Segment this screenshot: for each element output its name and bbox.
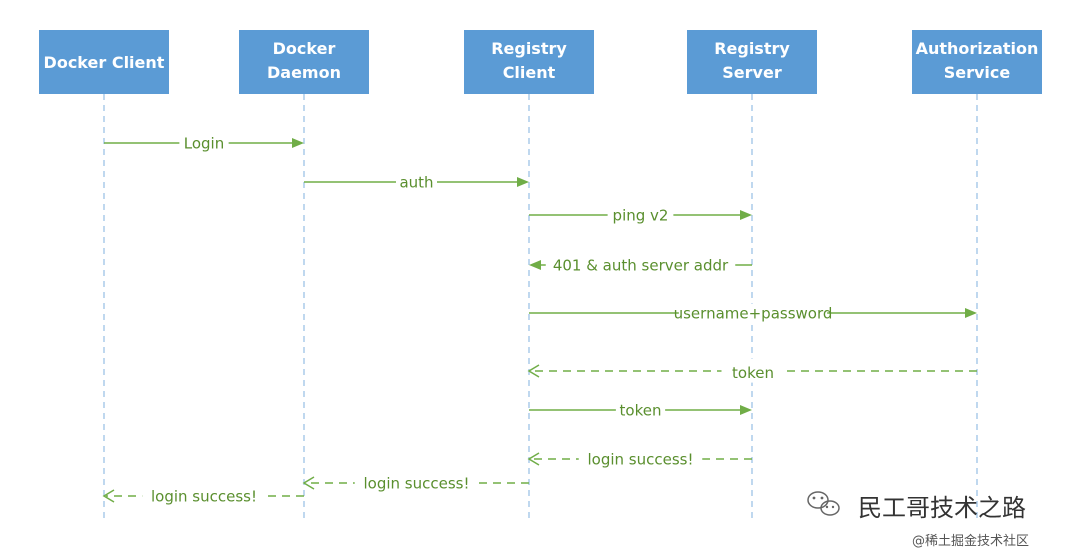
actor-label: Registry: [714, 39, 790, 58]
message-login-success-1: login success!: [527, 449, 752, 468]
arrow-head-icon: [517, 177, 529, 187]
message-label-bg: [179, 133, 229, 152]
actor-box: [239, 30, 369, 94]
arrow-head-icon: [740, 405, 752, 415]
message-auth: auth: [304, 172, 529, 191]
arrow-head-icon: [740, 210, 752, 220]
message-label-bg: [578, 449, 703, 468]
message-login-success-2: login success!: [302, 473, 529, 492]
actors: Docker ClientDockerDaemonRegistryClientR…: [39, 30, 1042, 94]
actor-box: [687, 30, 817, 94]
actor-label: Registry: [491, 39, 567, 58]
actor-label: Daemon: [267, 63, 341, 82]
message-label: token: [732, 364, 774, 382]
wechat-icon: [807, 491, 840, 516]
arrow-head-icon: [965, 308, 977, 318]
message-label-bg: [396, 172, 437, 191]
message-login: Login: [104, 133, 304, 152]
lifelines: [103, 94, 978, 518]
actor-label: Service: [944, 63, 1011, 82]
actor-label: Docker: [273, 39, 336, 58]
actor-label: Client: [503, 63, 556, 82]
actor-box: [39, 30, 169, 94]
watermark-channel: 民工哥技术之路: [858, 494, 1026, 522]
watermark-source: @稀土掘金技术社区: [912, 533, 1029, 549]
message-login-success-3: login success!: [102, 486, 304, 505]
actor-box: [464, 30, 594, 94]
message-label: 401 & auth server addr: [553, 256, 729, 274]
message-label: Login: [184, 134, 224, 152]
message-token-send: token: [529, 400, 752, 419]
actor-label: Docker Client: [44, 53, 165, 72]
message-label-bg: [615, 400, 666, 419]
arrow-head-icon: [302, 476, 315, 490]
message-label: username+password: [674, 304, 833, 322]
message-label-bg: [607, 205, 674, 224]
message-ping-v2: ping v2: [529, 205, 752, 224]
message-label-bg: [142, 486, 266, 505]
message-label: login success!: [151, 487, 257, 505]
actor-label: Authorization: [916, 39, 1039, 58]
arrow-head-icon: [527, 364, 540, 378]
actor-docker-client: Docker Client: [39, 30, 169, 94]
message-label: token: [620, 401, 662, 419]
arrow-head-icon: [529, 260, 541, 270]
message-username-password: username+password: [529, 303, 977, 322]
message-label-bg: [545, 255, 736, 274]
actor-label: Server: [722, 63, 782, 82]
message-401-auth-server-addr: 401 & auth server addr: [529, 255, 752, 274]
message-label: auth: [399, 173, 433, 191]
message-token-return: token: [527, 358, 977, 383]
message-label-bg: [678, 303, 828, 322]
arrow-head-icon: [527, 452, 540, 466]
message-label: login success!: [364, 474, 470, 492]
arrow-head-icon: [292, 138, 304, 148]
actor-box: [912, 30, 1042, 94]
messages: Login auth ping v2 401 & auth server addr us…: [102, 133, 977, 505]
message-label: login success!: [588, 450, 694, 468]
watermark: 民工哥技术之路 @稀土掘金技术社区: [807, 491, 1029, 549]
message-label: ping v2: [613, 206, 669, 224]
message-label-bg: [354, 473, 479, 492]
message-label-bg: [721, 358, 785, 383]
arrow-head-icon: [102, 489, 115, 503]
